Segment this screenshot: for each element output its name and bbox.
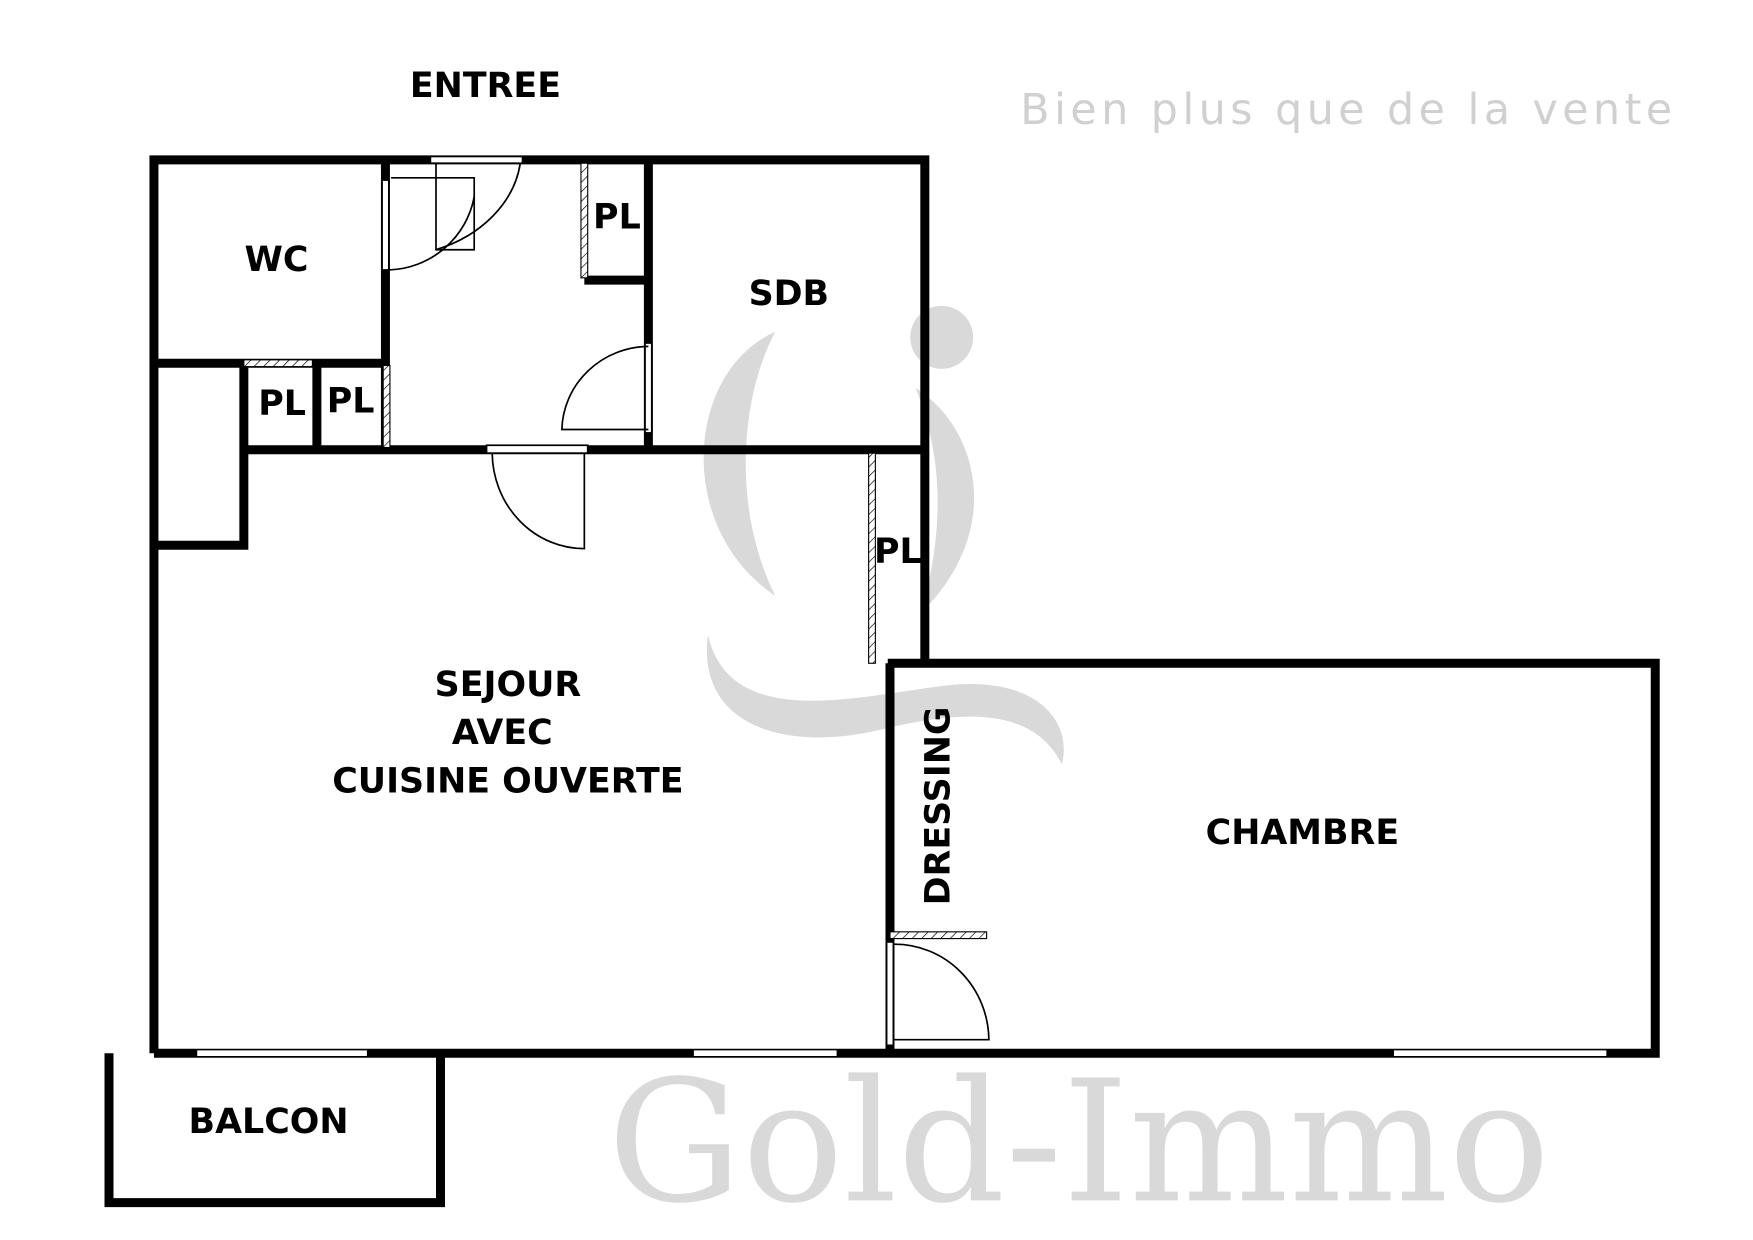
label-sdb: SDB: [749, 274, 830, 314]
chambre-door: [885, 941, 895, 1047]
label-chambre: CHAMBRE: [1206, 813, 1399, 853]
walls: [104, 155, 1660, 1208]
sdb-door: [644, 342, 653, 434]
label-balcon: BALCON: [189, 1102, 349, 1142]
watermark-tagline: Bien plus que de la vente: [1020, 85, 1676, 135]
label-sejour-2: AVEC: [452, 713, 553, 753]
wc-door: [381, 179, 390, 271]
label-pl-right: PL: [874, 532, 922, 572]
label-dressing: DRESSING: [919, 707, 959, 906]
label-pl-hall: PL: [593, 197, 641, 237]
watermark-brand: Gold-Immo: [607, 1044, 1550, 1240]
label-wc: WC: [244, 240, 308, 280]
closet-doors: [243, 162, 988, 940]
label-sejour-1: SEJOUR: [435, 665, 582, 705]
sejour-door: [485, 444, 589, 454]
windows: [196, 1049, 1608, 1058]
label-pl-left-1: PL: [258, 384, 306, 424]
doors: [381, 155, 990, 1047]
label-sejour-3: CUISINE OUVERTE: [332, 761, 683, 801]
entry-door: [429, 155, 524, 165]
label-entree: ENTREE: [410, 66, 561, 106]
label-pl-left-2: PL: [327, 382, 375, 422]
